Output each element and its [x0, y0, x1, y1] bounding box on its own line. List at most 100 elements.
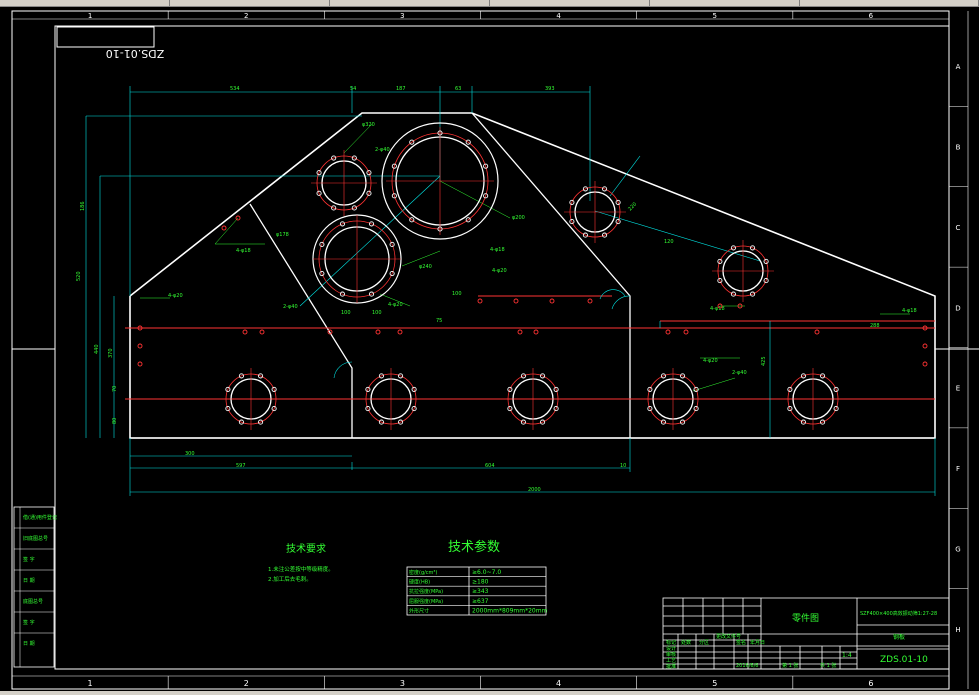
param-key: 外形尺寸: [409, 607, 429, 614]
small-hole: [737, 303, 743, 309]
svg-text:425: 425: [761, 356, 767, 366]
svg-text:300: 300: [185, 451, 195, 457]
toolbar-segment[interactable]: [330, 0, 490, 6]
left-table-cell: 底图总号: [23, 598, 43, 605]
svg-text:φ178: φ178: [276, 232, 289, 238]
zone-row-label: G: [955, 545, 960, 553]
zone-row-label: H: [955, 626, 960, 634]
small-hole: [513, 298, 519, 304]
title-header-3: 更改文件号: [716, 633, 741, 640]
zone-col-label-top: 5: [713, 12, 717, 20]
param-value: 2000mm*809mm*20mm: [472, 607, 548, 614]
param-value: ≥180: [472, 579, 489, 586]
svg-text:75: 75: [436, 318, 442, 324]
small-hole: [814, 329, 820, 335]
title-role-1: 审核: [666, 651, 676, 658]
title-sheets: 共 1 张: [820, 662, 836, 669]
svg-text:220: 220: [627, 201, 638, 212]
small-hole: [137, 343, 143, 349]
param-key: 硬度(HB): [409, 579, 430, 586]
svg-text:393: 393: [545, 86, 555, 92]
center-lines: [125, 295, 935, 400]
zone-row-label: E: [956, 385, 960, 393]
param-key: 屈服强度(MPa): [409, 598, 443, 605]
bolt-hole-pattern: [220, 122, 844, 430]
small-holes: [137, 215, 928, 367]
left-table-cell: 签 字: [23, 619, 35, 626]
title-header-0: 标记: [666, 639, 676, 646]
param-value: ≥6.0~7.0: [472, 569, 501, 576]
svg-text:4-φ18: 4-φ18: [490, 247, 505, 253]
tech-req-line-2: 2.加工后去毛刺。: [268, 575, 312, 583]
bolt-hole: [782, 368, 844, 430]
bolt-hole: [381, 122, 499, 240]
small-hole: [477, 298, 483, 304]
small-hole: [922, 343, 928, 349]
hole-callouts: 4-φ18 4-φ20 φ320 2-φ40 φ200 4-φ18 φ178 4…: [140, 122, 917, 392]
inner-frame: [54, 25, 950, 670]
svg-text:370: 370: [108, 348, 114, 358]
svg-text:604: 604: [485, 463, 495, 469]
small-hole: [221, 225, 227, 231]
small-hole: [717, 303, 723, 309]
svg-text:2-φ40: 2-φ40: [283, 304, 298, 310]
zone-col-label-bottom: 5: [712, 679, 717, 688]
small-hole: [327, 329, 333, 335]
toolbar-segment[interactable]: [0, 0, 170, 6]
bolt-hole: [564, 181, 626, 243]
svg-text:597: 597: [236, 463, 246, 469]
svg-text:187: 187: [396, 86, 406, 92]
tech-req-line-1: 1.未注公差按中等级精度。: [268, 565, 334, 573]
zone-row-label: D: [955, 304, 960, 312]
title-role-2: 工艺: [666, 658, 676, 664]
bolt-hole: [502, 368, 564, 430]
code-box: [56, 26, 155, 48]
toolbar-segment[interactable]: [650, 0, 800, 6]
svg-text:2-φ40: 2-φ40: [375, 147, 390, 153]
toolbar-segment[interactable]: [170, 0, 330, 6]
small-hole: [397, 329, 403, 335]
zone-col-label-bottom: 6: [868, 679, 873, 688]
svg-text:φ240: φ240: [419, 264, 432, 270]
svg-text:54: 54: [350, 86, 356, 92]
title-scale: 1:4: [842, 652, 852, 659]
small-hole: [665, 329, 671, 335]
title-sheet: 第 1 张: [782, 662, 798, 669]
left-table-cell: 日 期: [23, 641, 35, 647]
svg-text:φ200: φ200: [512, 215, 525, 221]
svg-text:2-φ40: 2-φ40: [732, 370, 747, 376]
svg-text:φ320: φ320: [362, 122, 375, 128]
title-part-name: 零件图: [792, 612, 819, 624]
left-table-cell: 借(通)用件登记: [23, 514, 57, 521]
left-table-cell: 旧底图总号: [23, 535, 48, 542]
svg-text:70: 70: [112, 386, 118, 392]
svg-text:4-φ18: 4-φ18: [236, 248, 251, 254]
svg-text:288: 288: [870, 323, 880, 329]
svg-text:4-φ18: 4-φ18: [902, 308, 917, 314]
param-key: 密度(g/cm³): [409, 569, 437, 576]
small-hole: [137, 325, 143, 331]
tech-params: 技术参数 密度(g/cm³)≥6.0~7.0硬度(HB)≥180抗拉强度(MPa…: [406, 539, 548, 616]
title-block: 零件图 SZF400×400高效振动筛1:27-28 钢板 ZDS.01-10 …: [662, 597, 950, 670]
title-drawing-no: ZDS.01-10: [880, 655, 928, 665]
title-role-0: 设计: [666, 645, 676, 652]
code-box-text: ZDS.01-10: [106, 47, 164, 60]
fillet-arcs: [333, 289, 631, 379]
toolbar-segment[interactable]: [490, 0, 650, 6]
title-role-3: 批准: [666, 663, 676, 670]
zone-col-label-top: 6: [869, 12, 874, 20]
svg-text:4-φ20: 4-φ20: [703, 358, 718, 364]
bolt-hole: [312, 214, 402, 304]
title-project: SZF400×400高效振动筛1:27-28: [860, 610, 937, 617]
zone-col-label-top: 4: [556, 12, 561, 20]
small-hole: [242, 329, 248, 335]
small-hole: [375, 329, 381, 335]
dimension-lines: [85, 86, 936, 496]
title-header-1: 处数: [681, 639, 691, 646]
svg-text:534: 534: [230, 86, 240, 92]
title-header-4: 签名: [736, 639, 746, 646]
zone-col-label-top: 3: [400, 12, 404, 20]
